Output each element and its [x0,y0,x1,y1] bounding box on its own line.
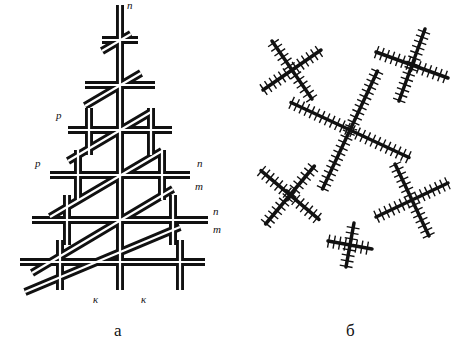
axis-letter: p [34,158,42,169]
axis-letter: n [196,158,204,169]
panel-caption: б [346,322,355,339]
panel-caption: а [114,322,122,339]
axis-letter: p [55,110,63,121]
axis-letter: n [126,0,134,11]
axis-letter: m [194,181,204,192]
axis-letter: n [212,206,220,217]
axis-letter: m [212,224,222,235]
crystal-lattice [20,5,208,292]
dendrite-crystals [261,29,448,267]
axis-letter: к [140,294,147,305]
axis-letter: к [92,294,99,305]
